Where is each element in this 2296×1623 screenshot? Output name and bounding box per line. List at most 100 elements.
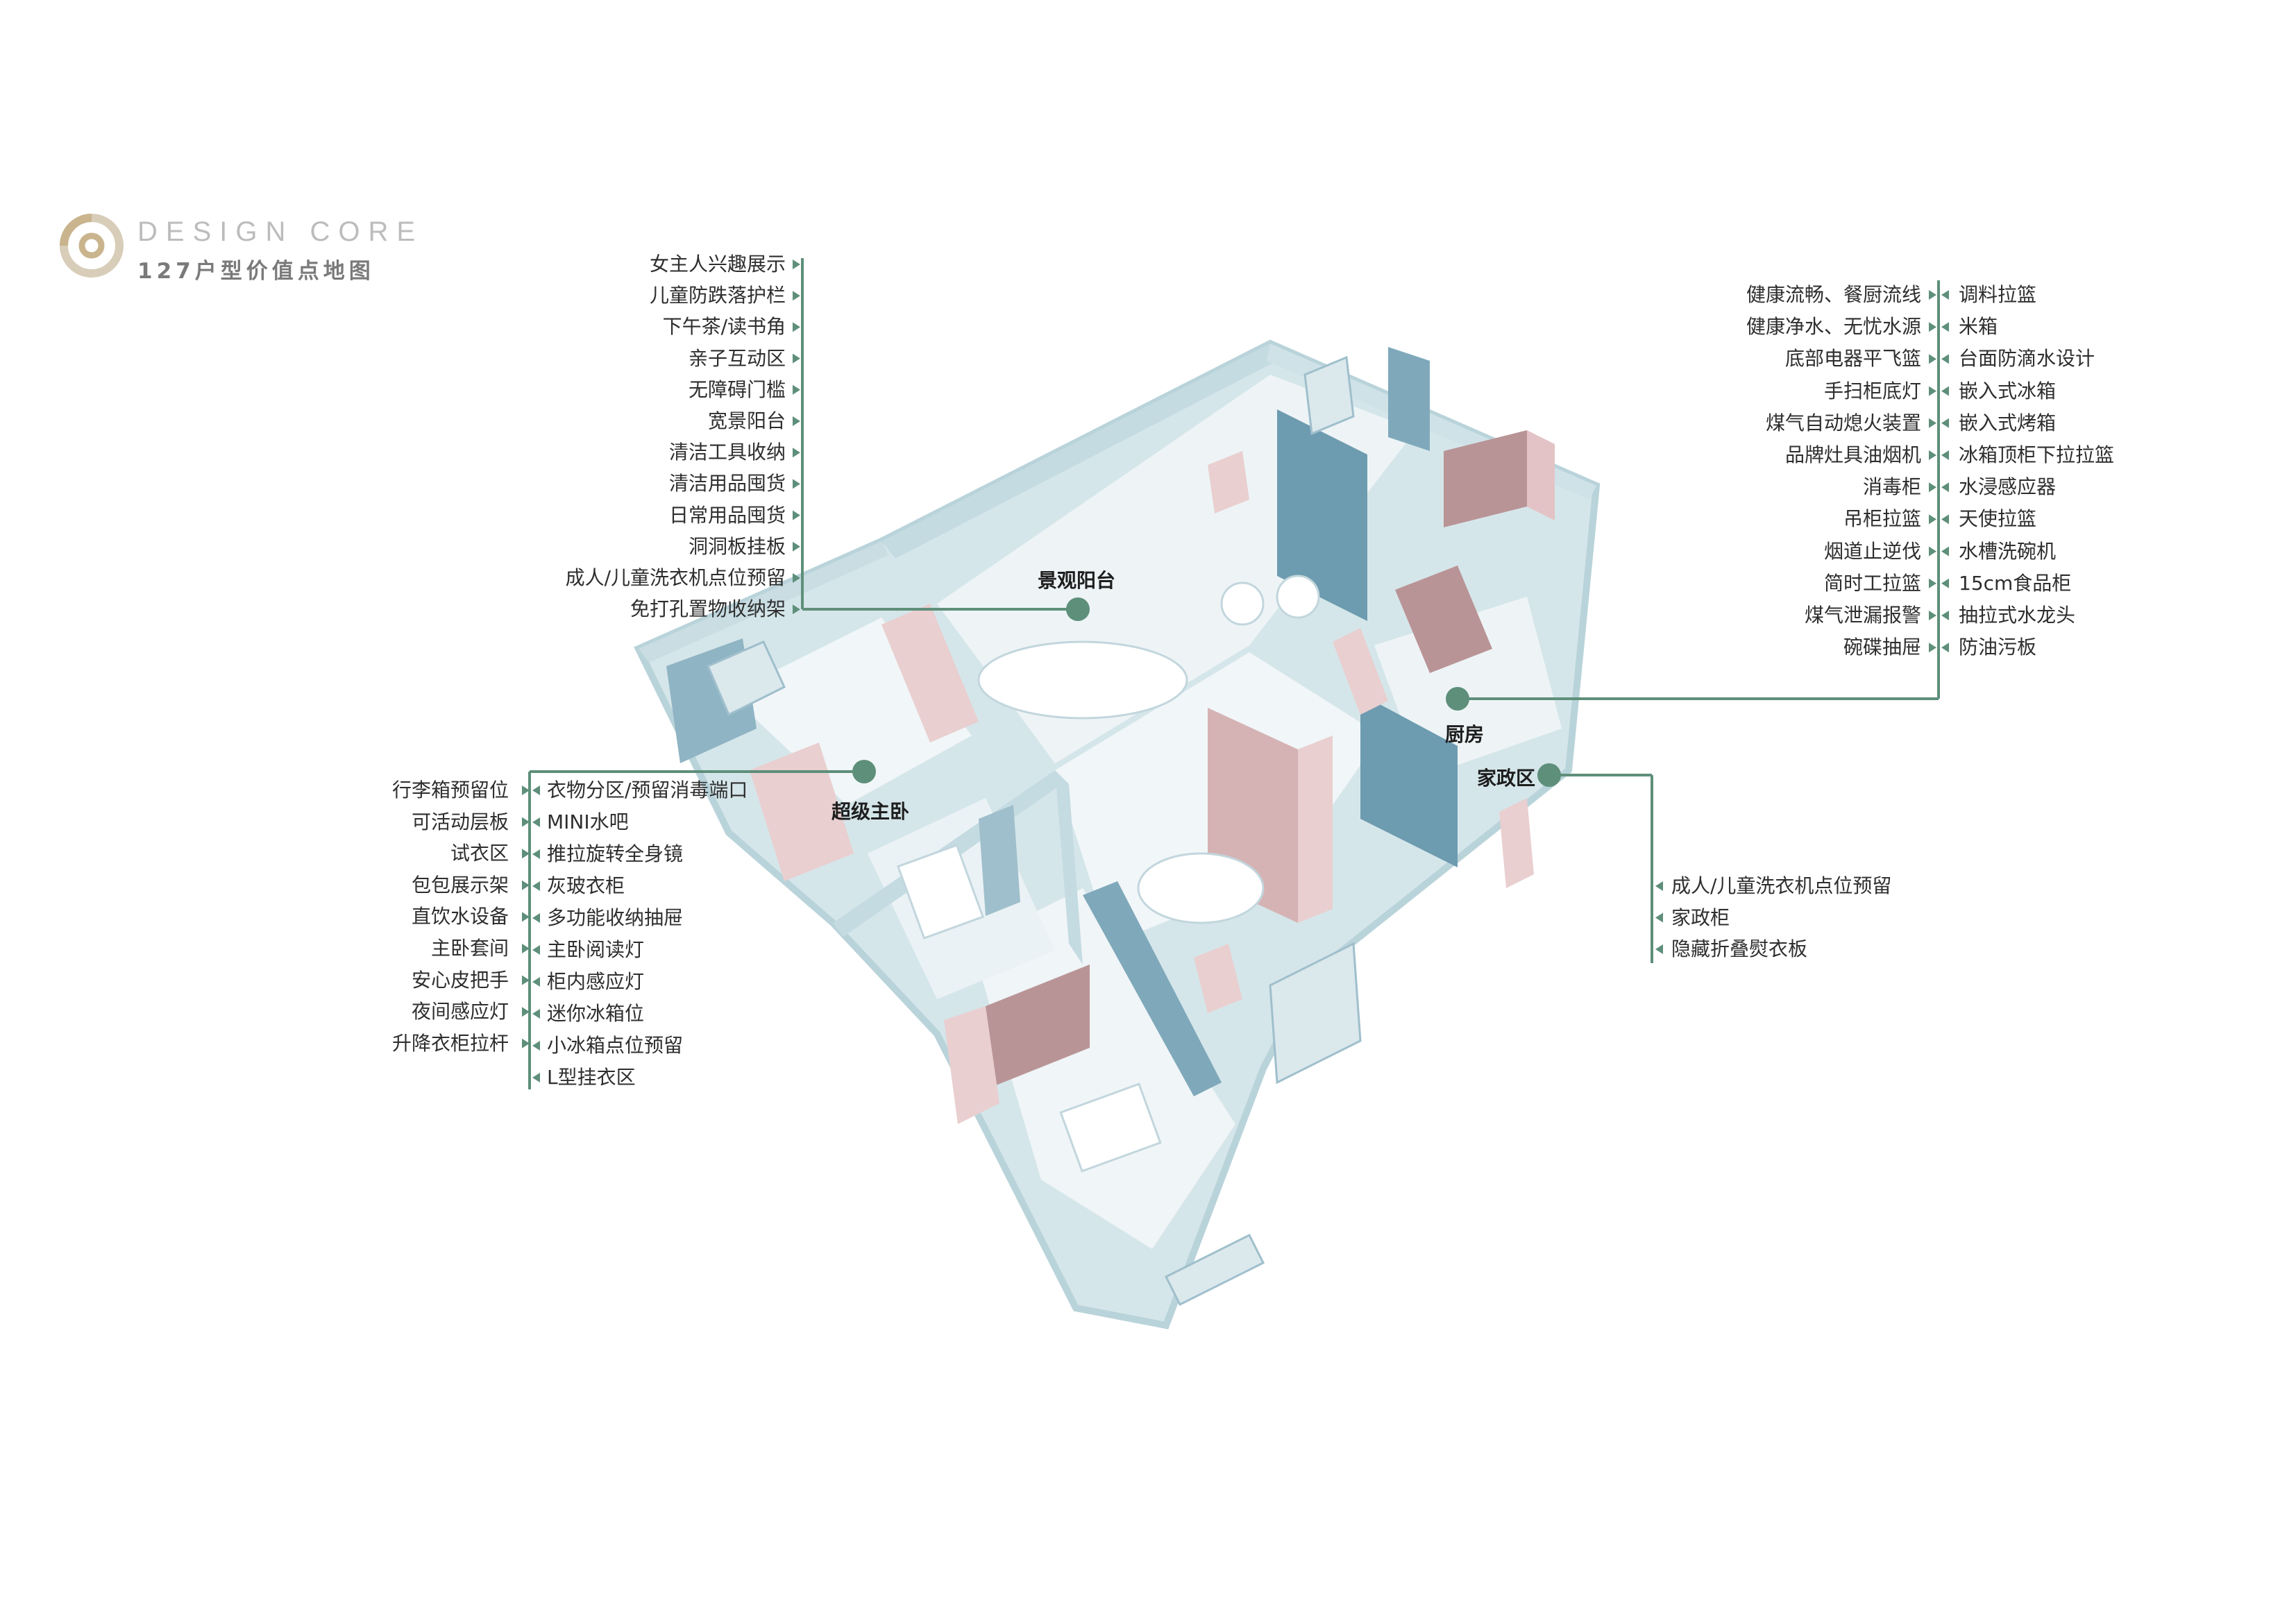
kitchen-left-feature-item: 手扫柜底灯 [1823, 379, 1921, 402]
leader-tick [522, 849, 530, 859]
leader-tick [532, 1041, 540, 1051]
leader-tick [1929, 546, 1936, 556]
leader-tick [1929, 322, 1936, 332]
kitchen-left-feature-item: 品牌灶具油烟机 [1784, 443, 1921, 466]
master-left-feature-item: 升降衣柜拉杆 [391, 1031, 509, 1055]
master-right-feature-item: 灰玻衣柜 [547, 874, 625, 897]
leader-tick [1941, 643, 1949, 653]
leader-tick [532, 817, 540, 827]
leader-tick [1929, 354, 1936, 364]
leader-tick [1929, 418, 1936, 428]
master-right-feature-item: L型挂衣区 [547, 1066, 636, 1089]
leader-tick [1929, 386, 1936, 396]
brand-title: DESIGN CORE [137, 216, 424, 247]
design-core-logo-icon [60, 214, 124, 278]
leader-tick [793, 353, 800, 364]
leader-tick [532, 1073, 540, 1082]
housekeeping-feature-item: 家政柜 [1671, 906, 1730, 929]
master-left-feature-item: 主卧套间 [430, 937, 509, 960]
leader-tick [793, 573, 800, 583]
balcony-feature-item: 儿童防跌落护栏 [649, 284, 786, 307]
kitchen-left-feature-item: 健康净水、无忧水源 [1746, 315, 1921, 339]
leader-tick [1941, 418, 1949, 428]
balcony-feature-item: 亲子互动区 [688, 346, 786, 370]
leader-tick [793, 416, 800, 426]
leader-tick [532, 977, 540, 987]
kitchen-left-feature-item: 煤气自动熄火装置 [1765, 411, 1921, 434]
kitchen-right-feature-item: 水浸感应器 [1959, 475, 2057, 499]
master-right-feature-item: MINI水吧 [547, 810, 629, 833]
leader-tick [1929, 290, 1936, 300]
leader-tick [793, 541, 800, 552]
leader-tick [1655, 912, 1663, 923]
housekeeping-feature-item: 隐藏折叠熨衣板 [1671, 937, 1808, 960]
master-right-feature-item: 柜内感应灯 [547, 970, 645, 993]
leader-tick [522, 975, 530, 985]
balcony-feature-item: 清洁用品囤货 [668, 472, 786, 495]
kitchen-left-feature-item: 吊柜拉篮 [1843, 507, 1921, 531]
leader-tick [522, 912, 530, 922]
balcony-feature-item: 女主人兴趣展示 [649, 253, 786, 275]
leader-tick [1941, 290, 1949, 300]
leader-tick [1941, 322, 1949, 332]
balcony-feature-item: 日常用品囤货 [668, 503, 786, 527]
kitchen-left-feature-item: 简时工拉篮 [1823, 571, 1921, 595]
leader-tick [532, 913, 540, 923]
room-label-balcony: 景观阳台 [1038, 569, 1116, 592]
leader-tick [793, 260, 800, 269]
room-label-master-bedroom: 超级主卧 [832, 800, 910, 823]
master-right-feature-item: 多功能收纳抽屉 [547, 906, 684, 929]
master-left-feature-item: 试衣区 [450, 842, 509, 865]
kitchen-right-feature-item: 冰箱顶柜下拉拉篮 [1959, 443, 2115, 466]
leader-tick [1929, 611, 1936, 620]
kitchen-right-feature-item: 嵌入式冰箱 [1959, 379, 2057, 402]
kitchen-left-feature-item: 煤气泄漏报警 [1804, 604, 1921, 627]
kitchen-left-feature-item: 消毒柜 [1862, 475, 1921, 499]
kitchen-right-feature-item: 米箱 [1959, 315, 1998, 339]
kitchen-right-feature-item: 水槽洗碗机 [1959, 539, 2057, 563]
leader-tick [1929, 643, 1936, 653]
balcony-feature-item: 清洁工具收纳 [668, 441, 786, 464]
leader-tick [793, 448, 800, 458]
kitchen-right-feature-item: 台面防滴水设计 [1959, 347, 2095, 371]
kitchen-right-feature-item: 抽拉式水龙头 [1959, 604, 2076, 627]
page-subtitle: 127户型价值点地图 [137, 259, 375, 284]
leader-tick [1941, 611, 1949, 620]
master-left-feature-item: 夜间感应灯 [411, 1000, 509, 1023]
master-right-feature-item: 推拉旋转全身镜 [547, 842, 684, 865]
kitchen-right-feature-item: 调料拉篮 [1959, 283, 2037, 306]
leader-tick [793, 291, 800, 301]
kitchen-left-feature-item: 底部电器平飞篮 [1784, 347, 1921, 371]
leader-tick [1941, 354, 1949, 364]
leader-tick [532, 785, 540, 795]
leader-tick [1655, 944, 1663, 954]
location-dots [852, 597, 1561, 787]
kitchen-right-feature-item: 15cm食品柜 [1959, 571, 2072, 595]
leader-lines [528, 258, 1940, 1089]
leader-tick [1941, 578, 1949, 588]
room-label-housekeeping: 家政区 [1477, 767, 1536, 790]
master-right-feature-item: 衣物分区/预留消毒端口 [547, 779, 748, 801]
master-right-feature-item: 小冰箱点位预留 [547, 1034, 684, 1057]
leader-tick [1941, 450, 1949, 460]
kitchen-left-feature-item: 健康流畅、餐厨流线 [1746, 283, 1921, 306]
isometric-floor-plan [634, 339, 1601, 1329]
leader-tick [522, 880, 530, 890]
kitchen-right-feature-item: 天使拉篮 [1959, 507, 2037, 531]
leader-ticks [522, 260, 1949, 1082]
kitchen-left-feature-item: 烟道止逆伐 [1823, 539, 1921, 563]
leader-tick [522, 785, 530, 795]
leader-tick [1941, 514, 1949, 525]
leader-tick [793, 510, 800, 520]
balcony-feature-item: 洞洞板挂板 [688, 534, 786, 558]
master-right-feature-item: 迷你冰箱位 [547, 1002, 645, 1025]
leader-tick [1929, 514, 1936, 525]
leader-tick [793, 604, 800, 615]
leader-tick [793, 322, 800, 332]
leader-tick [532, 945, 540, 955]
master-right-feature-item: 主卧阅读灯 [547, 938, 645, 961]
leader-tick [532, 881, 540, 891]
master-left-feature-item: 包包展示架 [411, 873, 509, 897]
leader-tick [522, 944, 530, 953]
